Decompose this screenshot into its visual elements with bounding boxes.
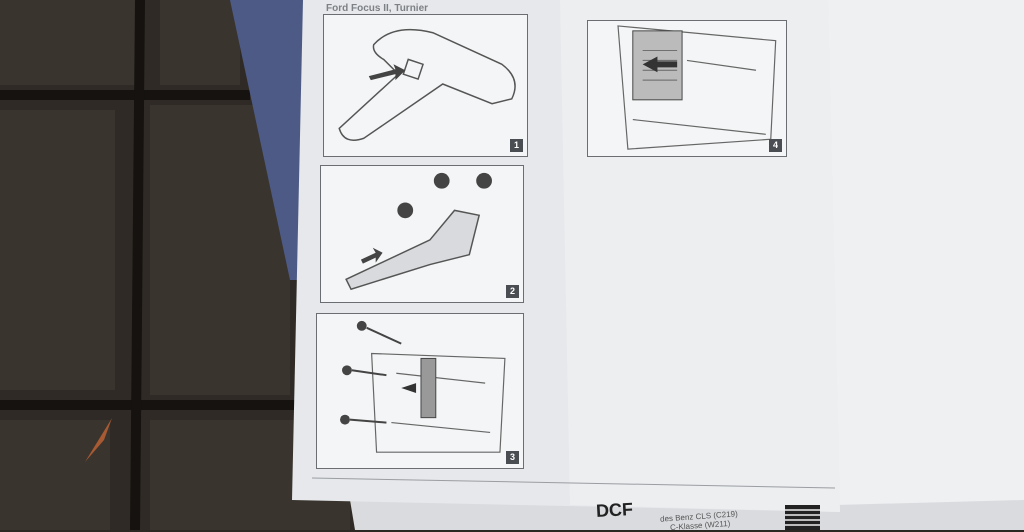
step-panel-1: 1	[323, 14, 528, 157]
underlying-sheet-code: DCF	[595, 499, 634, 521]
right-sheet	[825, 0, 1024, 505]
step-panel-4: 4	[587, 20, 787, 157]
step-panel-2: 2	[320, 165, 524, 303]
step-panel-3: 3	[316, 313, 524, 469]
armrest-illustration	[338, 28, 516, 141]
step-number: 3	[506, 451, 519, 464]
step-number: 2	[506, 285, 519, 298]
under-sheet-bottom	[350, 500, 1024, 530]
step-number: 4	[769, 139, 782, 152]
bracket-illustration	[345, 172, 492, 291]
sheet-title: Ford Focus II, Turnier	[326, 3, 429, 14]
step-number: 1	[510, 139, 523, 152]
blue-booklet	[230, 0, 305, 280]
filter-illustration	[617, 25, 777, 150]
screws-illustration	[340, 320, 506, 453]
leaf	[85, 418, 112, 462]
paving-stones	[0, 0, 350, 530]
